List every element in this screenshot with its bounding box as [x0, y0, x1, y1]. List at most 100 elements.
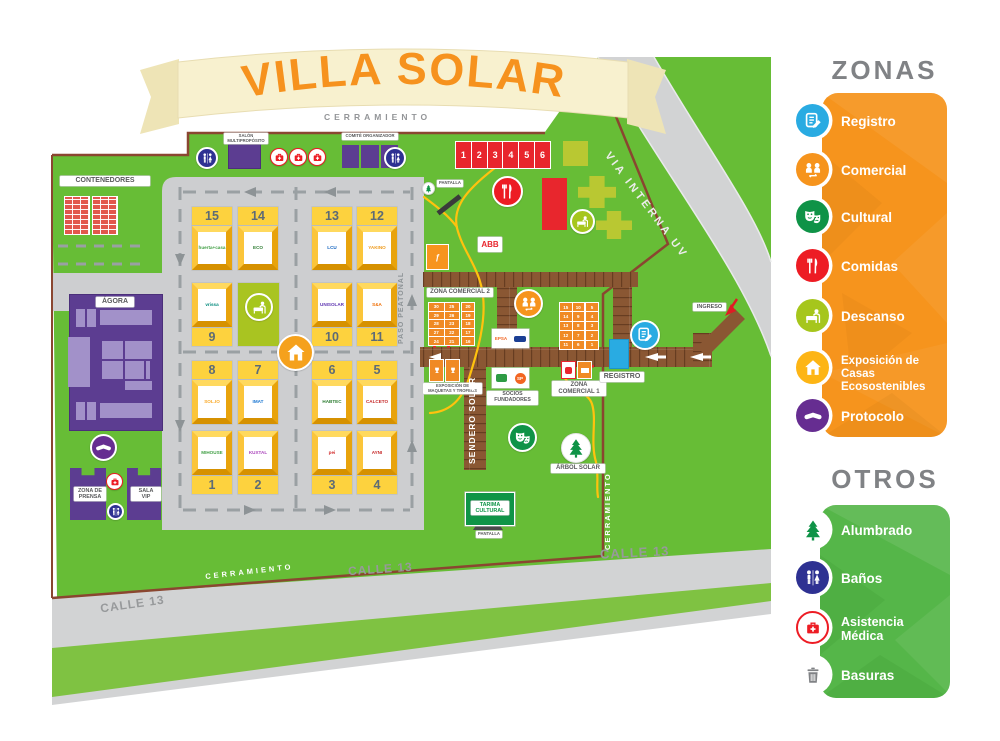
- container-block: [92, 196, 118, 235]
- sponsor-stall: [577, 361, 592, 379]
- tree-icon: [796, 513, 829, 546]
- plot-10: UNISOLAR 10: [312, 283, 352, 346]
- ingreso-label: INGRESO: [693, 303, 726, 312]
- plot-11: S&A 11: [357, 283, 397, 346]
- house-icon: [796, 351, 829, 384]
- plot-9: vrissa 9: [192, 283, 232, 346]
- rest-bench-icon: [796, 299, 829, 332]
- stall-cell: 17: [462, 328, 474, 337]
- stall-cell: 8: [572, 321, 584, 331]
- zona-prensa-label: ZONA DE PRENSA: [74, 487, 106, 502]
- stall-cell: 4: [586, 312, 598, 321]
- rest-bench-icon: [245, 293, 273, 321]
- stall-cell: 2: [586, 331, 598, 340]
- socios-logo: [492, 368, 510, 388]
- legend-item-banos: Baños: [841, 571, 883, 586]
- otros-texture: [820, 505, 950, 698]
- stall-cell: 24: [429, 337, 444, 345]
- plot-8: 8 SOL.IO: [192, 361, 232, 424]
- legend-item-casas: Exposición de Casas Ecosostenibles: [841, 355, 926, 393]
- legend-item-protocolo: Protocolo: [841, 409, 904, 424]
- legend-item-registro: Registro: [841, 114, 896, 129]
- first-aid-icon: [308, 148, 326, 166]
- legend-item-asistencia: Asistencia Médica: [841, 615, 904, 643]
- legend-item-comidas: Comidas: [841, 259, 899, 274]
- stall-cell: 12: [560, 331, 572, 340]
- arbol-solar-label: ÁRBOL SOLAR: [551, 464, 605, 473]
- otros-panel: [820, 505, 950, 698]
- food-stall: 5: [519, 142, 535, 168]
- otros-title: OTROS: [831, 464, 939, 494]
- comite-label: COMITÉ ORGANIZADOR: [342, 133, 398, 140]
- food-building: [542, 178, 567, 230]
- rest-area-block: [238, 283, 279, 346]
- legend-item-alumbrado: Alumbrado: [841, 523, 913, 538]
- food-stall: 1: [456, 142, 471, 168]
- salon-building: [229, 145, 260, 168]
- agora-label: ÁGORA: [96, 297, 134, 307]
- sponsor-stall: [561, 361, 576, 379]
- food-stall-row: 1 2 3 4 5 6: [455, 141, 551, 169]
- theater-masks-icon: [508, 423, 537, 452]
- registro-label: REGISTRO: [600, 372, 644, 382]
- paso-peatonal-label: PASO PEATONAL: [398, 271, 405, 344]
- wc-icon: [196, 147, 218, 169]
- first-aid-icon: [289, 148, 307, 166]
- legend-item-basuras: Basuras: [841, 668, 895, 683]
- stall-cell: 19: [462, 311, 474, 320]
- zonas-panel: [822, 93, 947, 437]
- pantalla-bottom-label: PANTALLA: [476, 531, 502, 538]
- cerramiento-right-label: CERRAMIENTO: [603, 472, 612, 550]
- zonas-title: ZONAS: [831, 55, 938, 85]
- legend-item-comercial: Comercial: [841, 163, 907, 178]
- stall-cell: 7: [572, 331, 584, 340]
- stall-cell: 22: [444, 328, 459, 337]
- plot-15: 15 huerta+casa: [192, 207, 232, 270]
- zona-comercial-1-label: ZONA COMERCIAL 1: [552, 381, 606, 397]
- fork-knife-icon: [796, 249, 829, 282]
- sponsor-sign: ƒ: [426, 244, 449, 270]
- legend-item-cultural: Cultural: [841, 210, 893, 225]
- socios-logo: [511, 329, 529, 348]
- stall-cell: 30: [429, 303, 444, 311]
- socios-logos-top: EPSA: [492, 329, 529, 348]
- socios-fundadores-label: SOCIOS FUNDADORES: [487, 391, 538, 405]
- stall-cell: 3: [586, 321, 598, 331]
- stall-cell: 15: [560, 303, 572, 312]
- stall-cell: 5: [586, 303, 598, 312]
- socios-logo: EPSA: [494, 336, 508, 341]
- stall-cell: 1: [586, 340, 598, 349]
- tree-icon: [561, 433, 591, 463]
- theater-masks-icon: [796, 200, 829, 233]
- trash-icon: [796, 658, 829, 691]
- legend-item-descanso: Descanso: [841, 309, 905, 324]
- container-block: [64, 196, 90, 235]
- plot-12: 12 YAKINO: [357, 207, 397, 270]
- plot-number: 15: [192, 207, 232, 225]
- sala-vip-label: SALA VIP: [131, 487, 161, 502]
- stall-cell: 20: [462, 303, 474, 311]
- stall-cell: 27: [429, 328, 444, 337]
- fork-knife-icon: [492, 176, 523, 207]
- plot-2: KUXTAL 2: [238, 431, 278, 494]
- stall-cell: 11: [560, 340, 572, 349]
- people-exchange-icon: [796, 153, 829, 186]
- rest-bench-icon: [570, 209, 595, 234]
- stall-cell: 10: [572, 303, 584, 312]
- stall-cell: 26: [444, 311, 459, 320]
- tarima-cultural-stage: TARIMA CULTURAL: [465, 492, 515, 526]
- salon-label: SALÓN MULTIPROPÓSITO: [224, 133, 268, 145]
- plot-1: MIHOUSE 1: [192, 431, 232, 494]
- trophy-stall: [429, 359, 444, 382]
- stall-cell: 29: [429, 311, 444, 320]
- tree-icon: [422, 182, 435, 195]
- plot-3: pei 3: [312, 431, 352, 494]
- cerramiento-top-label: CERRAMIENTO: [324, 112, 432, 122]
- tarima-cultural-label: TARIMA CULTURAL: [471, 501, 509, 516]
- agora-building: [68, 295, 162, 430]
- pantalla-top-label: PANTALLA: [437, 180, 463, 187]
- socios-logos-bottom: SP: [492, 368, 529, 388]
- zonas-texture: [822, 93, 947, 437]
